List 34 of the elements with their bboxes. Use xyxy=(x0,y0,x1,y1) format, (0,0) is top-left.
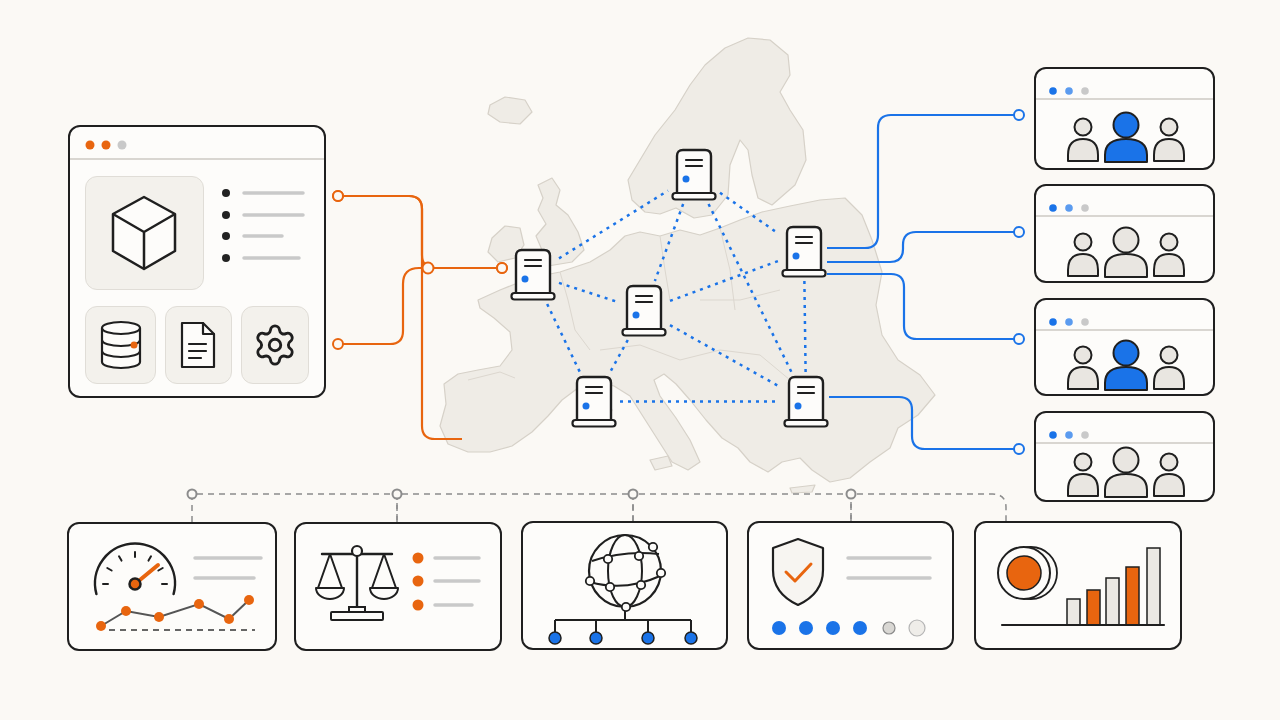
server-icon xyxy=(621,284,667,337)
dashboard-card xyxy=(974,521,1182,650)
server-icon xyxy=(783,375,829,428)
dashed-line xyxy=(558,189,669,260)
connector-line xyxy=(827,109,1025,250)
dashed-line xyxy=(803,281,807,372)
app-window xyxy=(68,125,326,398)
dashed-line xyxy=(653,203,685,282)
browser-window xyxy=(1034,184,1215,283)
dashed-line xyxy=(669,324,781,388)
browser-window xyxy=(1034,411,1215,502)
dashed-line xyxy=(669,259,779,303)
dashboard-card xyxy=(294,522,502,651)
dashboard-card xyxy=(67,522,277,651)
connector-line xyxy=(829,395,1025,455)
browser-window xyxy=(1034,67,1215,170)
dashed-line xyxy=(191,493,398,523)
server-icon xyxy=(671,148,717,201)
connector-line xyxy=(332,190,462,441)
server-icon xyxy=(571,375,617,428)
connector-line xyxy=(827,226,1025,264)
dashed-line xyxy=(609,339,629,373)
server-icon xyxy=(510,248,556,301)
server-icon xyxy=(781,225,827,278)
dashed-line xyxy=(707,203,793,373)
dashed-line xyxy=(546,303,581,373)
browser-window xyxy=(1034,298,1215,396)
dashed-line xyxy=(396,493,634,523)
dashed-line xyxy=(632,493,852,522)
dashed-line xyxy=(850,493,1007,522)
dashboard-card xyxy=(521,521,728,650)
connector-line xyxy=(332,262,508,350)
dashboard-card xyxy=(747,521,954,650)
connector-line xyxy=(827,272,1025,345)
